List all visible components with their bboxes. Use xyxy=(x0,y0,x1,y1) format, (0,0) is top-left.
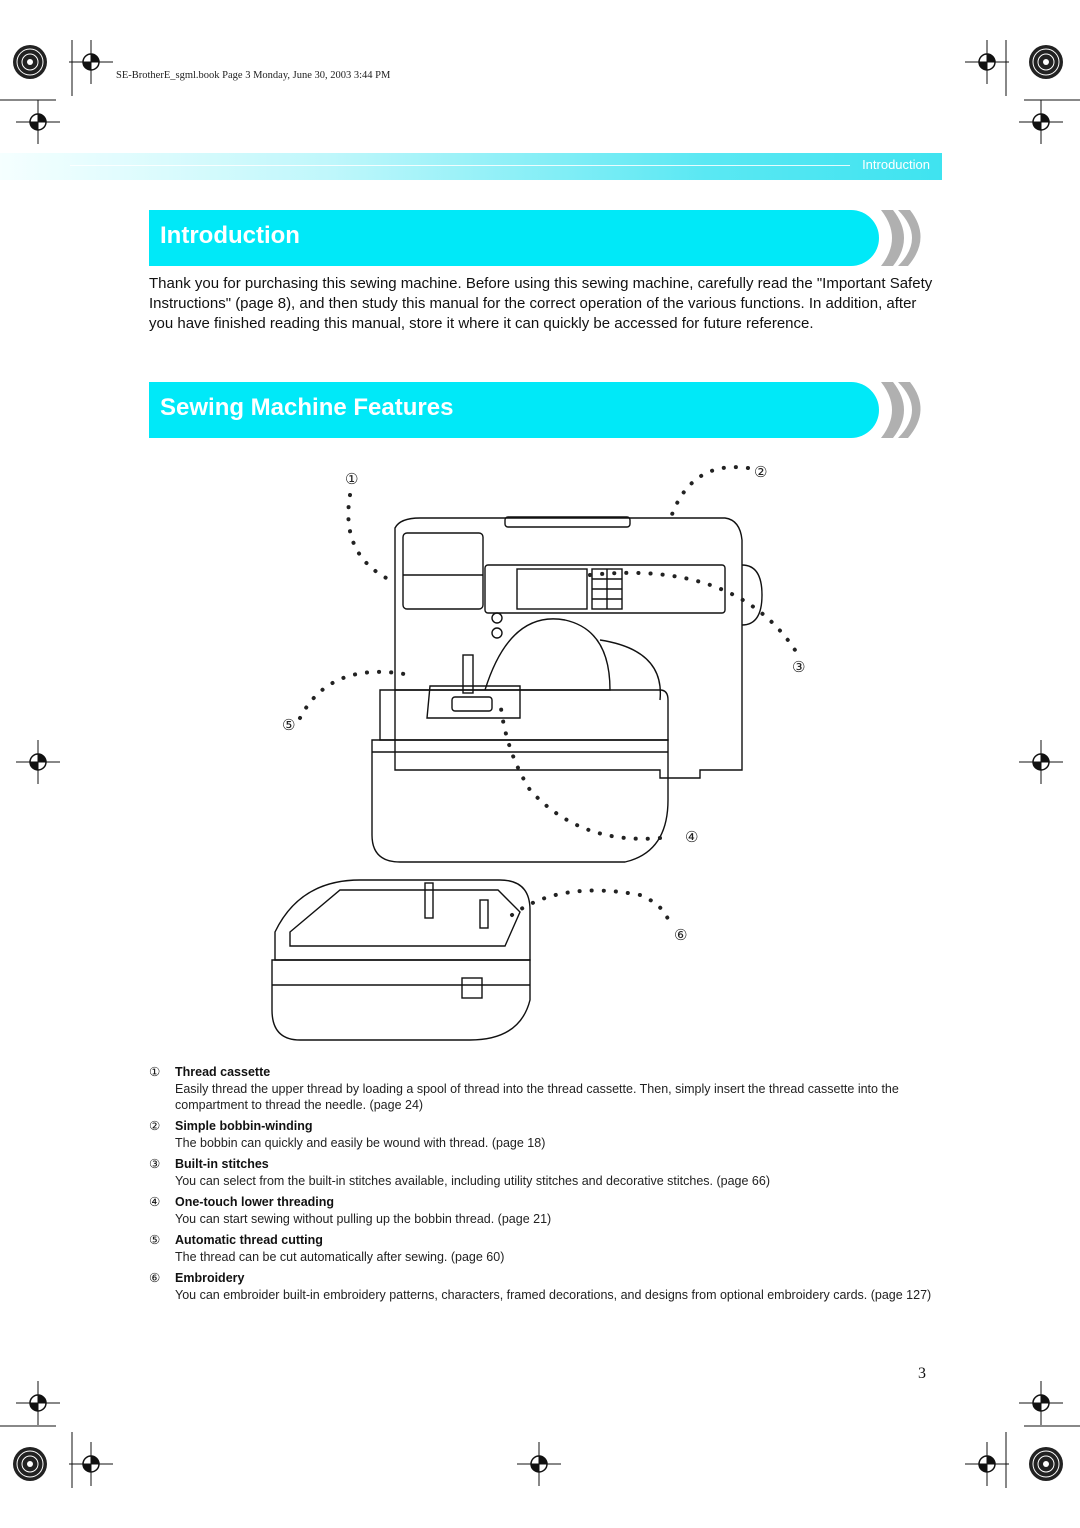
intro-paragraph: Thank you for purchasing this sewing mac… xyxy=(149,275,933,332)
section-heading-introduction: Introduction xyxy=(149,210,879,266)
feature-number: ③ xyxy=(149,1157,161,1171)
feature-title: Thread cassette xyxy=(175,1065,271,1079)
feature-number: ④ xyxy=(149,1195,161,1209)
callout-6: ⑥ xyxy=(674,927,688,944)
section-heading-features: Sewing Machine Features xyxy=(149,382,879,438)
feature-number: ⑤ xyxy=(149,1233,161,1247)
callout-4: ④ xyxy=(685,829,699,846)
header-band: Introduction xyxy=(0,153,942,180)
feature-number: ⑥ xyxy=(149,1271,161,1285)
feature-description: You can embroider built-in embroidery pa… xyxy=(175,1288,932,1302)
callout-5: ⑤ xyxy=(282,717,296,734)
feature-number: ② xyxy=(149,1119,161,1133)
feature-description: The thread can be cut automatically afte… xyxy=(175,1250,505,1264)
book-info: SE-BrotherE_sgml.book Page 3 Monday, Jun… xyxy=(116,70,391,81)
list-item: ⑤ Automatic thread cutting The thread can… xyxy=(149,1232,939,1265)
header-band-rule xyxy=(70,165,850,166)
list-item: ⑥ Embroidery You can embroider built-in e… xyxy=(149,1270,939,1303)
feature-list: ① Thread cassette Easily thread the upper… xyxy=(149,1064,939,1308)
section-title: Introduction xyxy=(160,222,300,249)
callout-3: ③ xyxy=(792,659,806,676)
feature-title: Simple bobbin-winding xyxy=(175,1119,313,1133)
feature-description: Easily thread the upper thread by loadin… xyxy=(175,1082,899,1112)
feature-description: You can select from the built-in stitche… xyxy=(175,1174,770,1188)
feature-description: You can start sewing without pulling up … xyxy=(175,1212,552,1226)
list-item: ① Thread cassette Easily thread the upper… xyxy=(149,1064,939,1113)
list-item: ② Simple bobbin-winding The bobbin can qu… xyxy=(149,1118,939,1151)
header-band-label: Introduction xyxy=(862,157,930,172)
feature-title: One-touch lower threading xyxy=(175,1195,335,1209)
section-title: Sewing Machine Features xyxy=(160,394,454,421)
feature-number: ① xyxy=(149,1065,161,1079)
callout-1: ① xyxy=(345,471,359,488)
feature-title: Built-in stitches xyxy=(175,1157,269,1171)
callout-2: ② xyxy=(754,464,768,481)
list-item: ③ Built-in stitches You can select from t… xyxy=(149,1156,939,1189)
feature-title: Embroidery xyxy=(175,1271,245,1285)
feature-title: Automatic thread cutting xyxy=(175,1233,323,1247)
list-item: ④ One-touch lower threading You can start… xyxy=(149,1194,939,1227)
feature-description: The bobbin can quickly and easily be wou… xyxy=(175,1136,546,1150)
page-number: 3 xyxy=(918,1365,926,1382)
